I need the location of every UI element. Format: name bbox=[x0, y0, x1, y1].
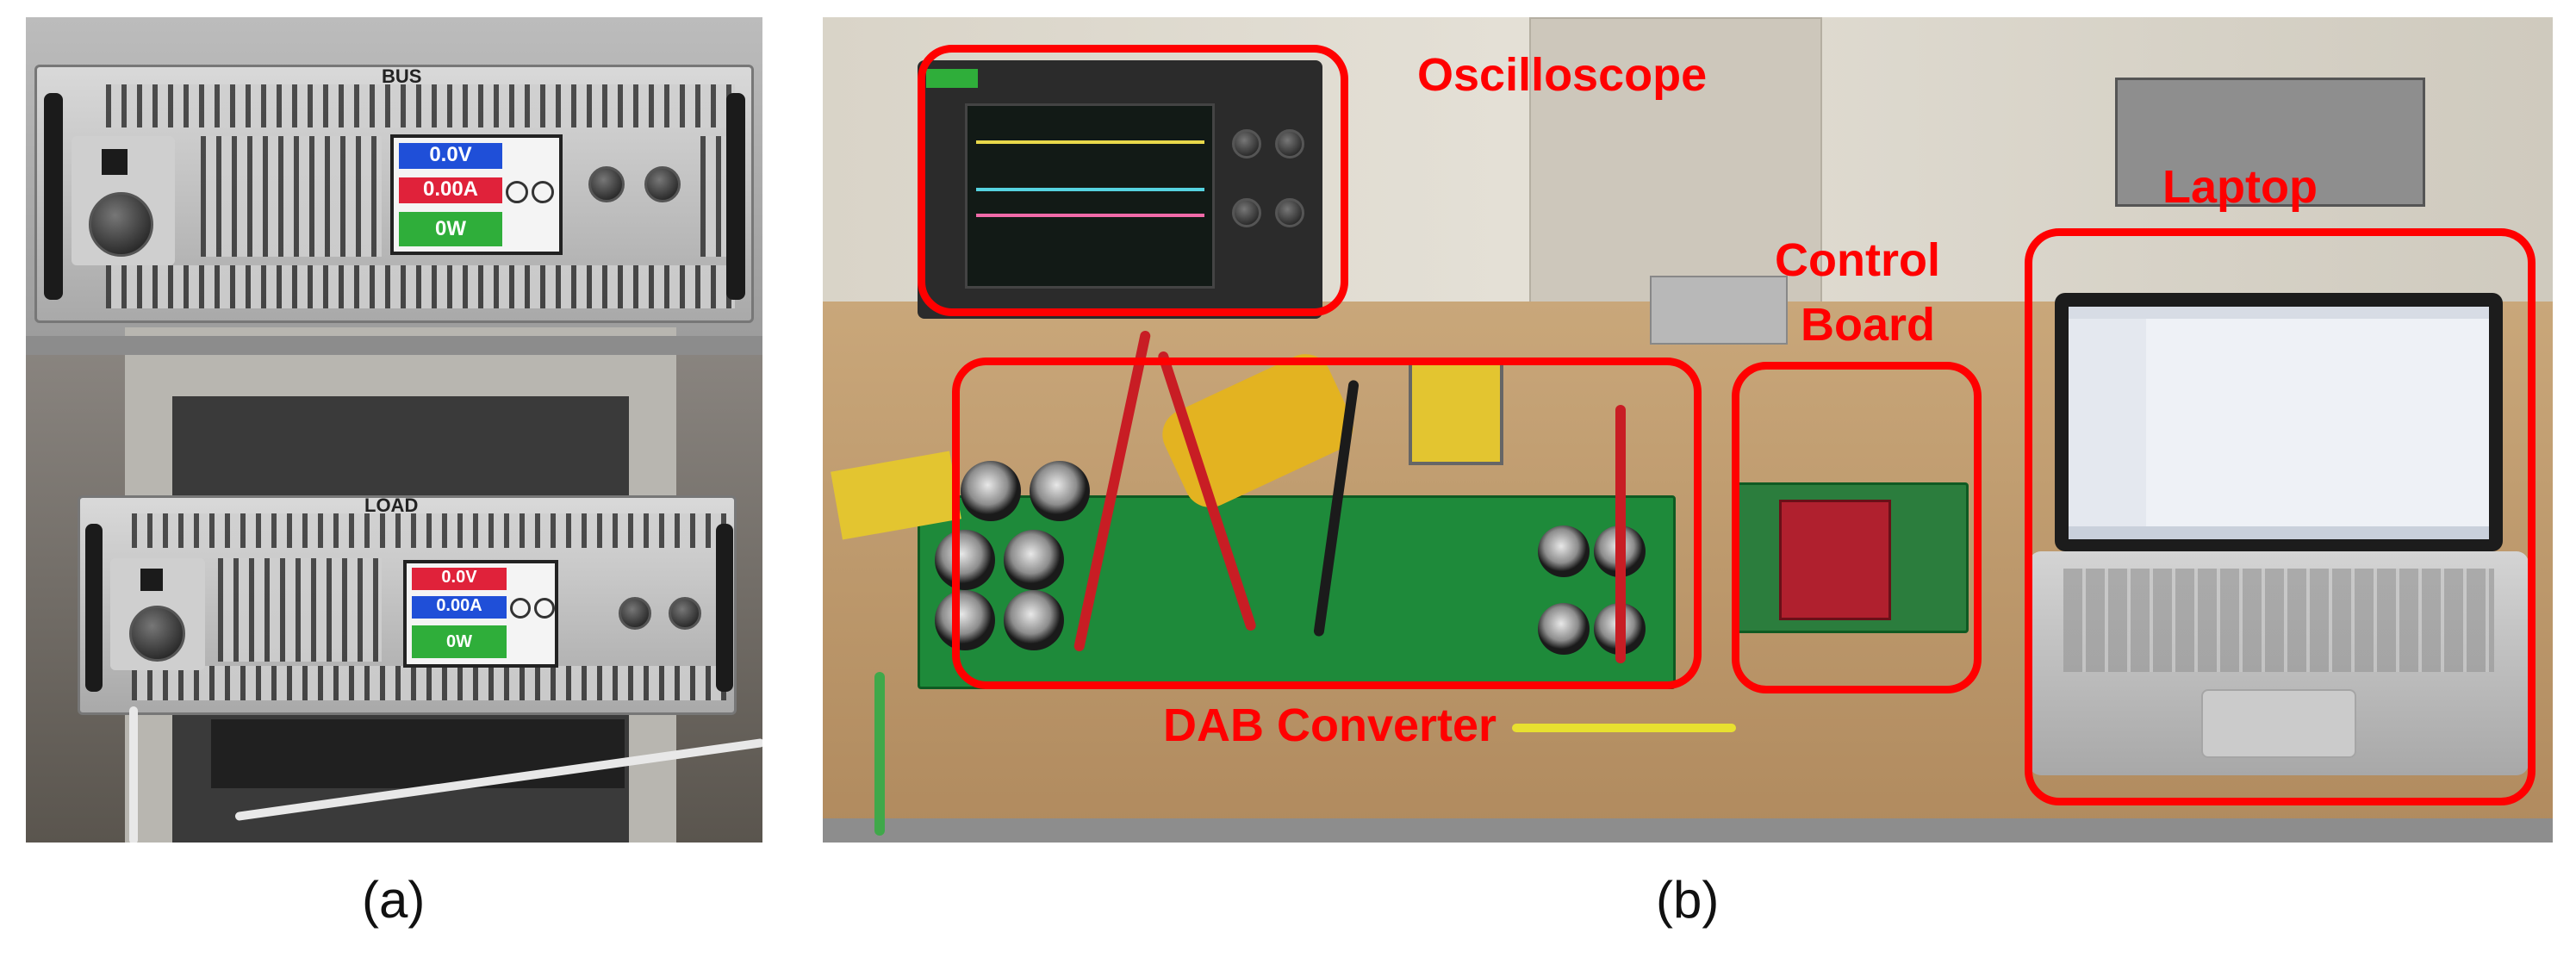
app-sidebar bbox=[2069, 319, 2146, 539]
dc-power-module bbox=[1650, 276, 1788, 345]
rack-shelf bbox=[26, 336, 762, 355]
annotation-label-oscilloscope: Oscilloscope bbox=[1417, 49, 1708, 101]
touchpad bbox=[2201, 689, 2356, 758]
control-knob bbox=[619, 597, 651, 630]
handle-left bbox=[44, 93, 63, 300]
scope-knob bbox=[1232, 198, 1261, 227]
cable bbox=[129, 706, 138, 843]
annotation-label-control-line1: Control bbox=[1775, 234, 1940, 286]
capacitor bbox=[1030, 461, 1090, 521]
cable-yellow bbox=[1512, 724, 1736, 732]
photo-power-supplies: BUS 0.0V 0.00A 0W LOAD 0.0V 0.00A bbox=[26, 17, 762, 843]
annotation-box-oscilloscope bbox=[918, 45, 1348, 316]
unit-tag-load: LOAD bbox=[364, 494, 419, 516]
photo-test-bench: Oscilloscope Control Board Laptop DAB Co… bbox=[823, 17, 2553, 843]
handle-right bbox=[716, 524, 733, 692]
capacitor bbox=[1004, 530, 1064, 590]
laptop-lid bbox=[2055, 293, 2503, 551]
capacitor bbox=[935, 530, 995, 590]
trace-cyan bbox=[976, 188, 1204, 191]
power-switch-panel bbox=[110, 558, 205, 670]
taskbar bbox=[2069, 526, 2489, 539]
bus-power-supply: BUS 0.0V 0.00A 0W bbox=[34, 65, 754, 323]
logo-icon bbox=[140, 569, 163, 591]
laptop-display bbox=[2069, 307, 2489, 539]
vent-grille-left bbox=[201, 136, 382, 257]
app-titlebar bbox=[2069, 307, 2489, 319]
mcu-launchpad bbox=[1779, 500, 1891, 620]
status-dial-icon bbox=[510, 598, 531, 619]
capacitor bbox=[935, 590, 995, 650]
multimeter bbox=[1409, 362, 1503, 465]
scope-knob bbox=[1275, 198, 1304, 227]
capacitor bbox=[1538, 603, 1590, 655]
oscilloscope-display bbox=[965, 103, 1215, 289]
vent-grille-left bbox=[218, 558, 382, 662]
oscilloscope bbox=[918, 60, 1322, 319]
rack-drawer bbox=[211, 719, 625, 788]
scope-knob bbox=[1275, 129, 1304, 159]
control-knob bbox=[588, 166, 625, 202]
vent-grille-top bbox=[106, 84, 735, 127]
trace-pink bbox=[976, 214, 1204, 217]
status-dial-icon bbox=[506, 181, 528, 203]
annotation-label-dab-converter: DAB Converter bbox=[1163, 700, 1497, 751]
annotation-box-laptop bbox=[2025, 228, 2536, 805]
capacitor bbox=[1004, 590, 1064, 650]
bench-edge bbox=[823, 818, 2553, 843]
load-power-supply: LOAD 0.0V 0.00A 0W bbox=[78, 494, 737, 715]
control-knob bbox=[669, 597, 701, 630]
bus-display: 0.0V 0.00A 0W bbox=[390, 134, 563, 255]
power-switch bbox=[129, 606, 185, 662]
annotation-label-laptop: Laptop bbox=[2162, 161, 2318, 213]
handle-right bbox=[726, 93, 745, 300]
power-switch bbox=[89, 192, 153, 257]
power-switch-panel bbox=[72, 136, 175, 265]
annotation-label-control-line2: Board bbox=[1801, 299, 1936, 351]
keyboard bbox=[2063, 569, 2494, 672]
capacitor bbox=[1538, 525, 1590, 577]
annotation-box-dab-converter bbox=[952, 358, 1702, 689]
logo-icon bbox=[102, 149, 128, 175]
bus-power-readout: 0W bbox=[399, 212, 502, 246]
trace-yellow bbox=[976, 140, 1204, 144]
load-power-readout: 0W bbox=[412, 625, 507, 658]
bus-current-readout: 0.00A bbox=[399, 177, 502, 203]
cable-green bbox=[874, 672, 885, 836]
status-dial-icon bbox=[532, 181, 554, 203]
control-knob bbox=[644, 166, 681, 202]
handle-left bbox=[85, 524, 103, 692]
vent-grille-bottom bbox=[106, 265, 735, 308]
unit-tag-bus: BUS bbox=[382, 65, 422, 87]
bus-voltage-readout: 0.0V bbox=[399, 143, 502, 169]
test-lead-red bbox=[1615, 405, 1626, 663]
laptop-base bbox=[2029, 551, 2529, 775]
vent-grille-bottom bbox=[132, 666, 726, 700]
load-current-readout: 0.00A bbox=[412, 596, 507, 619]
load-display: 0.0V 0.00A 0W bbox=[403, 560, 558, 668]
capacitor bbox=[961, 461, 1021, 521]
annotation-box-control-board bbox=[1732, 362, 1982, 693]
subfigure-label-a: (a) bbox=[362, 871, 426, 929]
instrument-box bbox=[2115, 78, 2425, 207]
status-dial-icon bbox=[534, 598, 555, 619]
scope-knob bbox=[1232, 129, 1261, 159]
load-voltage-readout: 0.0V bbox=[412, 568, 507, 590]
vent-grille-top bbox=[132, 513, 726, 548]
subfigure-label-b: (b) bbox=[1656, 871, 1720, 929]
